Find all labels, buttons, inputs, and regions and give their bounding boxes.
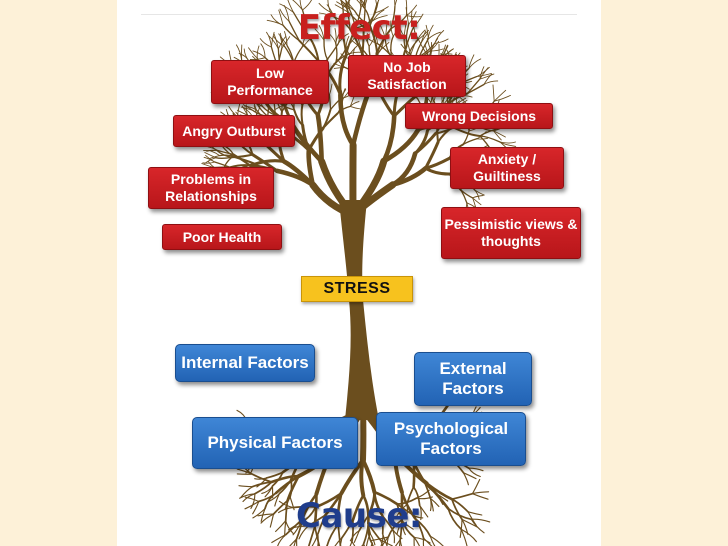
effect-anxiety-guiltiness: Anxiety / Guiltiness <box>450 147 564 189</box>
effect-title: Effect: <box>297 8 421 48</box>
effect-low-performance: Low Performance <box>211 60 329 104</box>
cause-physical-factors: Physical Factors <box>192 417 358 469</box>
cause-title: Cause: <box>296 496 423 536</box>
effect-wrong-decisions: Wrong Decisions <box>405 103 553 129</box>
effect-pessimistic-views: Pessimistic views & thoughts <box>441 207 581 259</box>
cause-external-factors: External Factors <box>414 352 532 406</box>
cause-psychological-factors: Psychological Factors <box>376 412 526 466</box>
cause-internal-factors: Internal Factors <box>175 344 315 382</box>
effect-poor-health: Poor Health <box>162 224 282 250</box>
stress-label: STRESS <box>301 276 413 302</box>
effect-problems-in-relationships: Problems in Relationships <box>148 167 274 209</box>
tree-trunk <box>339 200 379 420</box>
effect-angry-outburst: Angry Outburst <box>173 115 295 147</box>
slide: Effect: Low Performance No Job Satisfact… <box>117 0 601 546</box>
effect-no-job-satisfaction: No Job Satisfaction <box>348 55 466 97</box>
